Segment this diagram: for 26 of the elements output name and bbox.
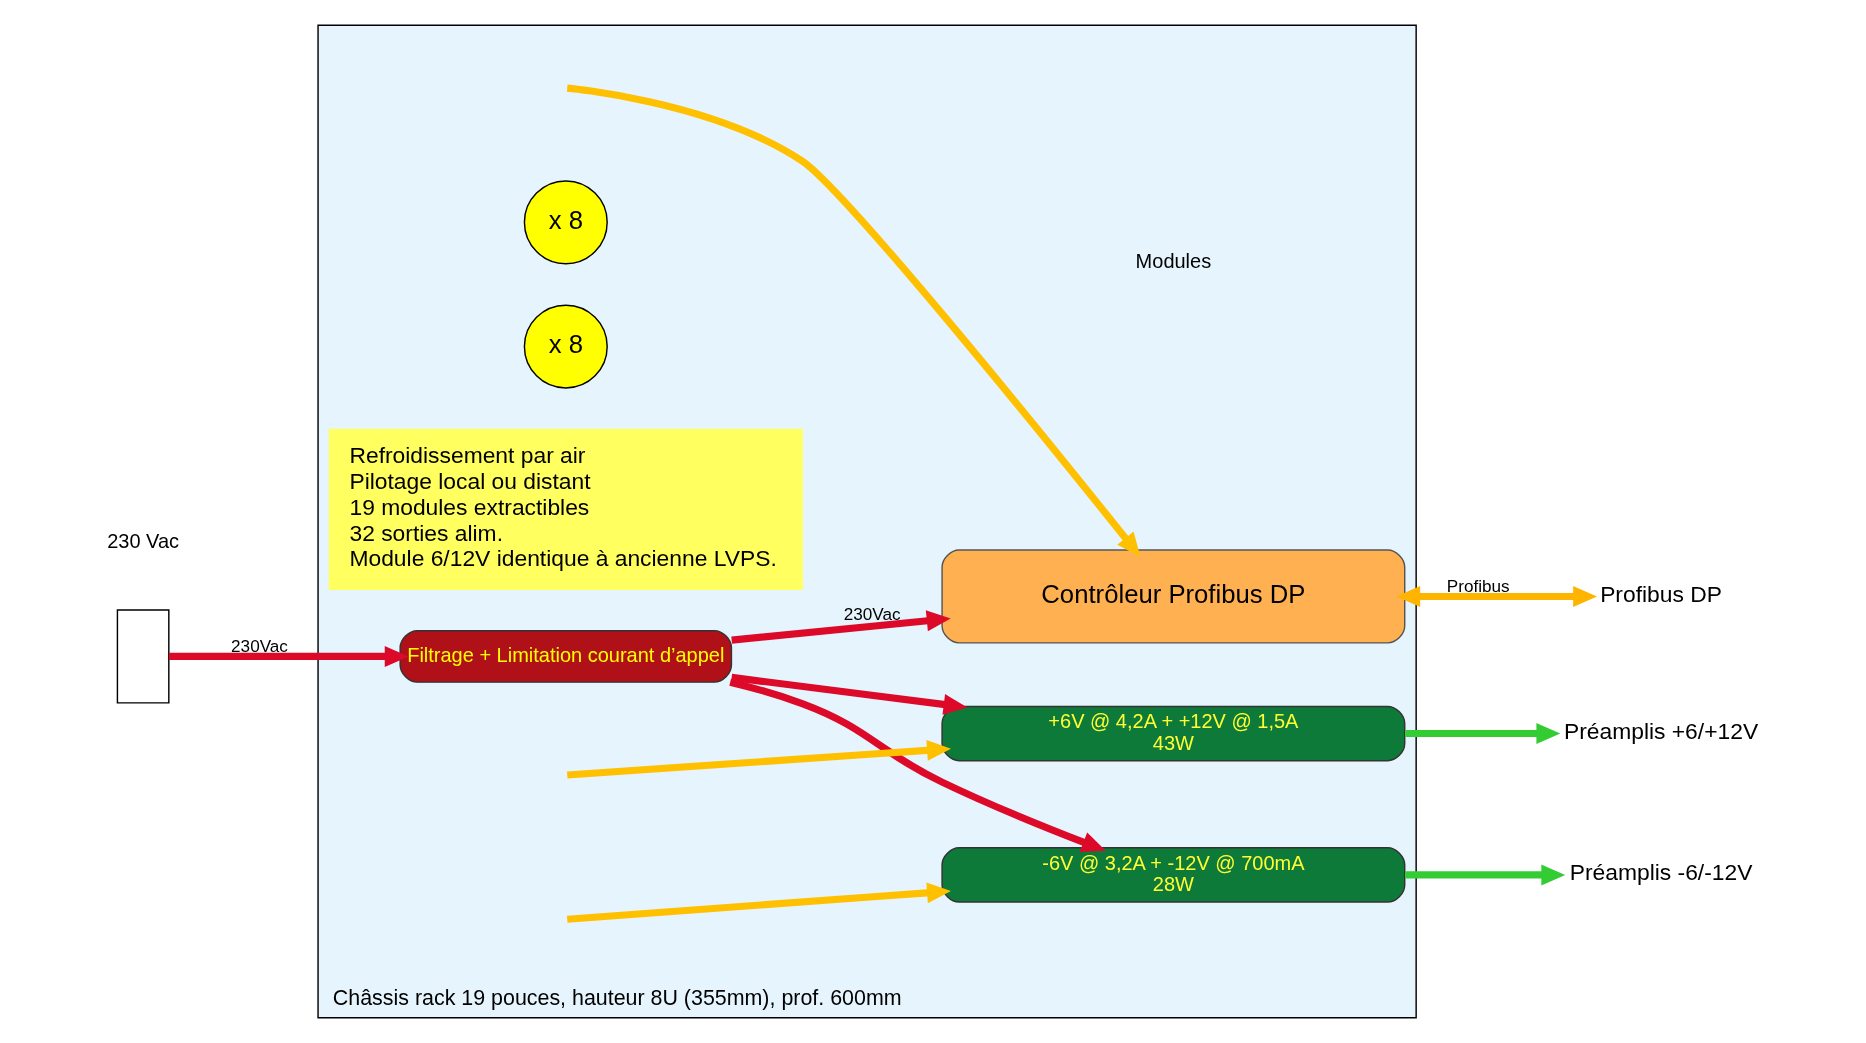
arrow — [1404, 723, 1560, 744]
node-label: 230 Vac — [106, 529, 179, 552]
node-box: Refroidissement par air Pilotage local ou distant 19 modules extractibles 32 sorties alim. Module 6/12V identique à ancienne LVPS. — [328, 428, 803, 591]
node-text: Profibus DP — [1599, 580, 1722, 607]
node-box: -6V @ 3,2A + -12V @ 700mA 28W — [940, 847, 1405, 903]
arrow — [728, 678, 1106, 852]
arrow — [566, 84, 1140, 557]
node-circle: x 8 — [523, 304, 608, 389]
arrow — [566, 739, 951, 779]
node-circle: x 8 — [523, 180, 608, 265]
edge-label: Profibus — [1446, 575, 1510, 596]
node-box: Filtrage + Limitation courant d’appel — [398, 630, 732, 683]
node-box — [116, 609, 170, 704]
arrow — [168, 645, 409, 667]
node-text: Préamplis -6/-12V — [1569, 859, 1752, 886]
arrow — [730, 610, 951, 644]
label: Modules — [1135, 249, 1211, 272]
node-box: Contrôleur Profibus DP — [940, 549, 1405, 644]
arrow — [1395, 586, 1597, 607]
arrow — [566, 882, 951, 923]
node-text: Préamplis +6/+12V — [1563, 717, 1758, 744]
node-box: +6V @ 4,2A + +12V @ 1,5A 43W — [940, 705, 1405, 762]
arrow — [730, 673, 967, 715]
arrow — [1404, 864, 1565, 886]
edge-label: 230Vac — [230, 635, 288, 656]
edge-label: 230Vac — [843, 604, 900, 625]
